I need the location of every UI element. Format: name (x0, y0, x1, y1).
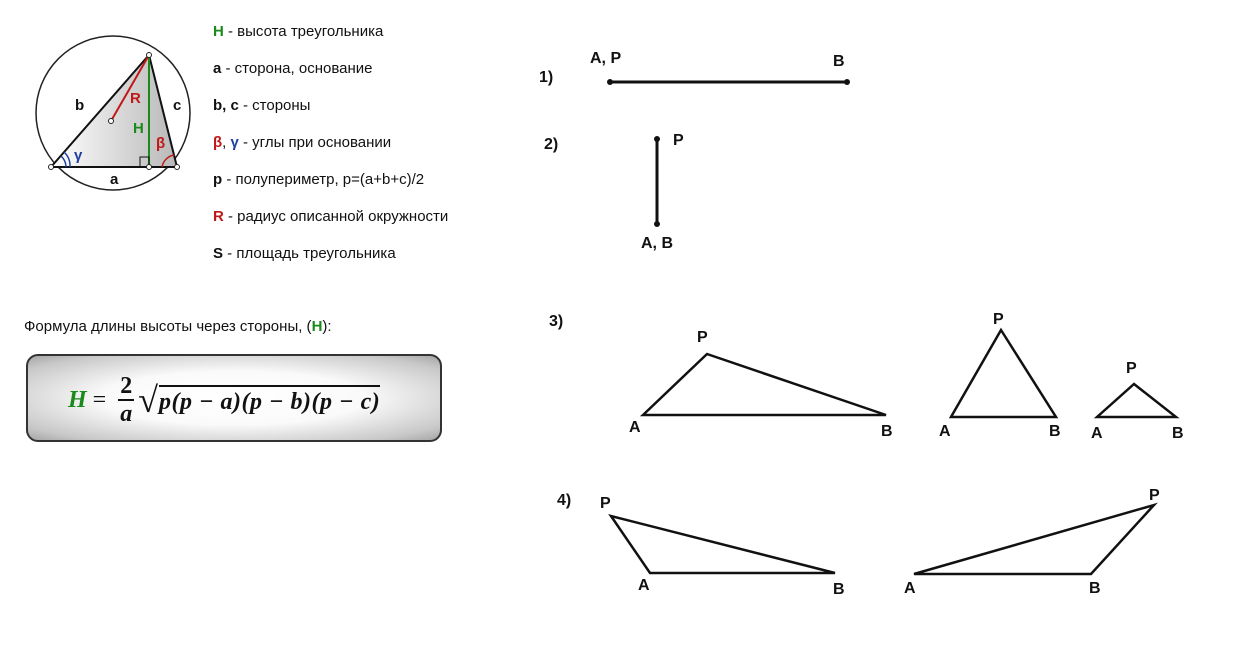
legend-symbol: R (213, 208, 224, 225)
caption-symbol: H (311, 318, 323, 335)
main-triangle (48, 52, 179, 168)
legend-item-area: S - площадь треугольника (213, 244, 513, 281)
triangle-small (1093, 382, 1180, 419)
label-a: A (1091, 425, 1103, 442)
formula-lhs: H (68, 386, 87, 413)
formula-equals: = (92, 386, 107, 413)
legend-symbol: S (213, 245, 224, 262)
legend-text: - высота треугольника (223, 23, 384, 40)
label-a-p: A, P (590, 50, 621, 67)
label-p: P (600, 495, 611, 512)
height-foot-point (146, 164, 152, 170)
caption-suffix: ): (322, 318, 332, 335)
triangle-acute (948, 327, 1059, 419)
formula-radical: √ p(p − a)(p − b)(p − c) (138, 379, 381, 421)
legend-item-semiperimeter: p - полупериметр, p=(a+b+c)/2 (213, 170, 513, 207)
legend-symbol: H (213, 23, 224, 40)
legend-text: - сторона, основание (221, 60, 373, 77)
label-side-c: c (173, 97, 181, 114)
point-b (844, 79, 850, 85)
label-b: B (881, 423, 893, 440)
formula-fraction: 2 a (118, 373, 135, 427)
legend-text: - площадь треугольника (223, 245, 396, 262)
vertex-point (48, 164, 54, 170)
legend-symbol-2: γ (230, 134, 239, 151)
label-b: B (1089, 580, 1101, 597)
label-b: B (833, 53, 845, 70)
triangle-obtuse-right (913, 502, 1158, 576)
legend-item-height: H - высота треугольника (213, 22, 513, 59)
label-p: P (1149, 487, 1160, 504)
case-2: 2) P A, B (544, 132, 684, 252)
label-radius: R (130, 90, 141, 107)
radius-line (110, 54, 150, 122)
legend: H - высота треугольника a - сторона, осн… (213, 22, 513, 281)
case-number: 2) (544, 136, 558, 153)
label-beta: β (156, 135, 165, 152)
label-a: A (629, 419, 641, 436)
legend-text: - стороны (238, 97, 311, 114)
triangle-obtuse-left (608, 513, 836, 575)
case-number: 3) (549, 313, 563, 330)
circumscribed-circle (35, 35, 191, 191)
legend-symbol: β (213, 134, 223, 151)
legend-item-radius: R - радиус описанной окружности (213, 207, 513, 244)
right-angle-mark (139, 156, 150, 168)
case-3: 3) P A B P A B P A B (549, 311, 1184, 442)
label-p: P (1126, 360, 1137, 377)
triangle-obtuse (639, 352, 887, 417)
legend-symbol: p (213, 171, 223, 188)
vertex-point (174, 164, 180, 170)
label-a: A (904, 580, 916, 597)
point-p (654, 136, 660, 142)
legend-separator: , (222, 134, 231, 151)
label-p: P (673, 132, 684, 149)
case-4: 4) P A B P A B (557, 487, 1160, 598)
beta-arc (161, 154, 175, 168)
label-a: A (939, 423, 951, 440)
gamma-arc (60, 155, 67, 168)
gamma-arc-2 (63, 151, 71, 168)
label-a-b: A, B (641, 235, 673, 252)
legend-item-angles: β, γ - углы при основании (213, 133, 513, 170)
case-number: 1) (539, 69, 553, 86)
label-b: B (1172, 425, 1184, 442)
label-p: P (993, 311, 1004, 328)
legend-symbol: b, c (213, 97, 239, 114)
vertex-point (146, 52, 152, 58)
formula-caption: Формула длины высоты через стороны, (H): (24, 318, 332, 335)
point-a-p (607, 79, 613, 85)
sqrt-icon: √ (138, 380, 158, 420)
formula-box: H = 2 a √ p(p − a)(p − b)(p − c) (26, 354, 442, 442)
legend-text: - полупериметр, p=(a+b+c)/2 (222, 171, 425, 188)
label-side-a: a (110, 171, 119, 188)
legend-symbol: a (213, 60, 222, 77)
label-p: P (697, 329, 708, 346)
formula-radicand: p(p − a)(p − b)(p − c) (158, 384, 381, 416)
label-gamma: γ (74, 147, 83, 164)
main-triangle-figure: b c a R H β γ (35, 35, 191, 191)
label-a: A (638, 577, 650, 594)
label-b: B (1049, 423, 1061, 440)
formula-numerator: 2 (118, 373, 135, 401)
label-side-b: b (75, 97, 84, 114)
case-number: 4) (557, 492, 571, 509)
point-a-b (654, 221, 660, 227)
circle-center-point (108, 118, 114, 124)
height-formula: H = 2 a √ p(p − a)(p − b)(p − c) (68, 370, 381, 430)
legend-item-sides: b, c - стороны (213, 96, 513, 133)
label-height: H (133, 120, 144, 137)
legend-item-base: a - сторона, основание (213, 59, 513, 96)
legend-text: - углы при основании (238, 134, 392, 151)
caption-prefix: Формула длины высоты через стороны, ( (24, 318, 312, 335)
case-1: 1) A, P B (539, 50, 850, 86)
formula-denominator: a (120, 401, 133, 427)
label-b: B (833, 581, 845, 598)
legend-text: - радиус описанной окружности (223, 208, 449, 225)
